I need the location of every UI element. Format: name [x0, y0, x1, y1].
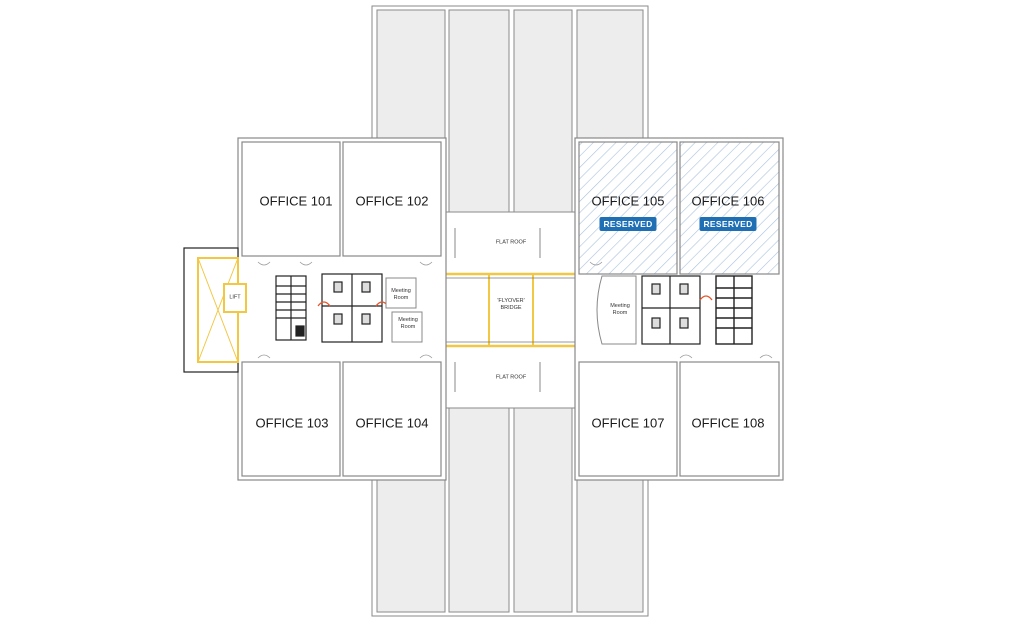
left-stairs: [275, 275, 307, 341]
bottom-block-3: [513, 405, 573, 613]
bottom-block-1: [376, 479, 446, 613]
office-103-label: OFFICE 103: [255, 415, 329, 431]
office-108-label: OFFICE 108: [691, 415, 765, 431]
meeting-room-left-b-line2: Room: [400, 324, 416, 330]
office-107-room: [578, 361, 678, 477]
meeting-room-left-a-line1: Meeting: [391, 288, 411, 294]
meeting-room-right-label: Meeting Room: [610, 303, 630, 317]
flat-roof-bottom-label: FLAT ROOF: [495, 374, 527, 381]
meeting-room-left-b-line1: Meeting: [398, 317, 418, 323]
flyover-bridge: [443, 272, 579, 348]
flyover-bridge-line1: 'FLYOVER': [497, 298, 525, 304]
office-101-room: [241, 141, 341, 257]
office-106-room: [679, 141, 780, 275]
top-block-1: [376, 9, 446, 139]
office-102-label: OFFICE 102: [355, 193, 429, 209]
flat-roofs: [444, 211, 578, 409]
meeting-room-right-line1: Meeting: [610, 303, 630, 309]
office-105-room: [578, 141, 678, 275]
bottom-block-4: [576, 479, 644, 613]
flyover-bridge-label: 'FLYOVER' BRIDGE: [497, 298, 524, 312]
office-106-label: OFFICE 106: [691, 193, 765, 209]
flat-roof-bottom: [444, 345, 578, 409]
right-meeting-room: [596, 275, 637, 345]
meeting-room-left-b-label: Meeting Room: [398, 317, 418, 331]
office-104-room: [342, 361, 442, 477]
meeting-room-right-line2: Room: [612, 310, 628, 316]
lift-shaft: [183, 247, 247, 373]
lift-label: LIFT: [229, 294, 241, 301]
top-block-2: [448, 9, 510, 213]
right-toilets: [641, 275, 713, 345]
left-toilets: [317, 273, 389, 343]
left-meeting-rooms: [385, 277, 423, 343]
office-103-room: [241, 361, 341, 477]
top-block-4: [576, 9, 644, 139]
left-wing: [237, 137, 447, 481]
meeting-room-left-a-line2: Room: [393, 295, 409, 301]
office-108-room: [679, 361, 780, 477]
right-stairs: [715, 275, 753, 345]
reserved-badge-106: RESERVED: [699, 217, 757, 231]
flyover-bridge-line2: BRIDGE: [500, 305, 522, 311]
office-104-label: OFFICE 104: [355, 415, 429, 431]
top-blocks: [371, 5, 649, 213]
corridor-doors: [257, 261, 773, 359]
reserved-badge-105: RESERVED: [599, 217, 657, 231]
office-101-label: OFFICE 101: [259, 193, 333, 209]
top-block-3: [513, 9, 573, 213]
meeting-room-left-a-label: Meeting Room: [391, 288, 411, 302]
flat-roof-top-label: FLAT ROOF: [495, 239, 527, 246]
bottom-block-2: [448, 405, 510, 613]
office-102-room: [342, 141, 442, 257]
office-105-label: OFFICE 105: [591, 193, 665, 209]
office-107-label: OFFICE 107: [591, 415, 665, 431]
